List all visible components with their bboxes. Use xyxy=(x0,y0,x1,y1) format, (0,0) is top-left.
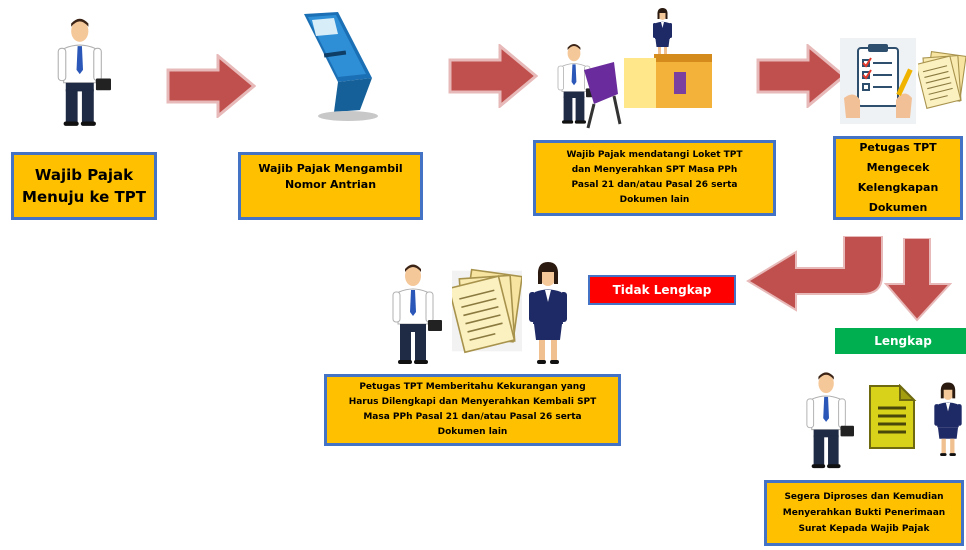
step-text: Wajib Pajak Mengambil Nomor Antrian xyxy=(258,162,403,191)
step-text: Wajib Pajak mendatangi Loket TPT dan Men… xyxy=(566,150,743,205)
arrow-curved-left xyxy=(746,236,883,312)
status-complete: Lengkap xyxy=(833,326,966,356)
step-text: Petugas TPT Mengecek Kelengkapan Dokumen xyxy=(857,141,939,214)
documents-icon xyxy=(918,51,966,109)
step-text: Wajib Pajak Menuju ke TPT xyxy=(22,166,146,206)
step-box-submit-spt: Wajib Pajak mendatangi Loket TPT dan Men… xyxy=(533,140,776,216)
document-icon xyxy=(869,384,917,449)
businessman-icon xyxy=(392,264,443,365)
businessman-icon xyxy=(806,371,855,469)
businesswoman-icon xyxy=(529,262,567,364)
status-incomplete: Tidak Lengkap xyxy=(588,275,736,305)
step-box-taxpayer-to-tpt: Wajib Pajak Menuju ke TPT xyxy=(11,152,157,220)
arrow-right-1 xyxy=(166,54,256,118)
step-box-process-and-receipt: Segera Diproses dan Kemudian Menyerahkan… xyxy=(764,480,964,546)
step-text: Petugas TPT Memberitahu Kekurangan yang … xyxy=(348,382,597,437)
businessman-icon xyxy=(57,18,112,127)
arrow-right-2 xyxy=(448,44,538,108)
queue-kiosk-icon xyxy=(304,12,378,121)
arrow-down xyxy=(884,238,953,322)
businesswoman-icon xyxy=(934,382,962,456)
checklist-icon xyxy=(840,38,916,124)
documents-icon xyxy=(452,268,522,354)
step-box-notify-missing: Petugas TPT Memberitahu Kekurangan yang … xyxy=(324,374,621,446)
service-counter-icon xyxy=(557,8,712,129)
step-text: Segera Diproses dan Kemudian Menyerahkan… xyxy=(782,492,946,534)
step-box-take-queue-number: Wajib Pajak Mengambil Nomor Antrian xyxy=(238,152,423,220)
step-box-check-documents: Petugas TPT Mengecek Kelengkapan Dokumen xyxy=(833,136,963,220)
arrow-right-3 xyxy=(756,44,846,108)
